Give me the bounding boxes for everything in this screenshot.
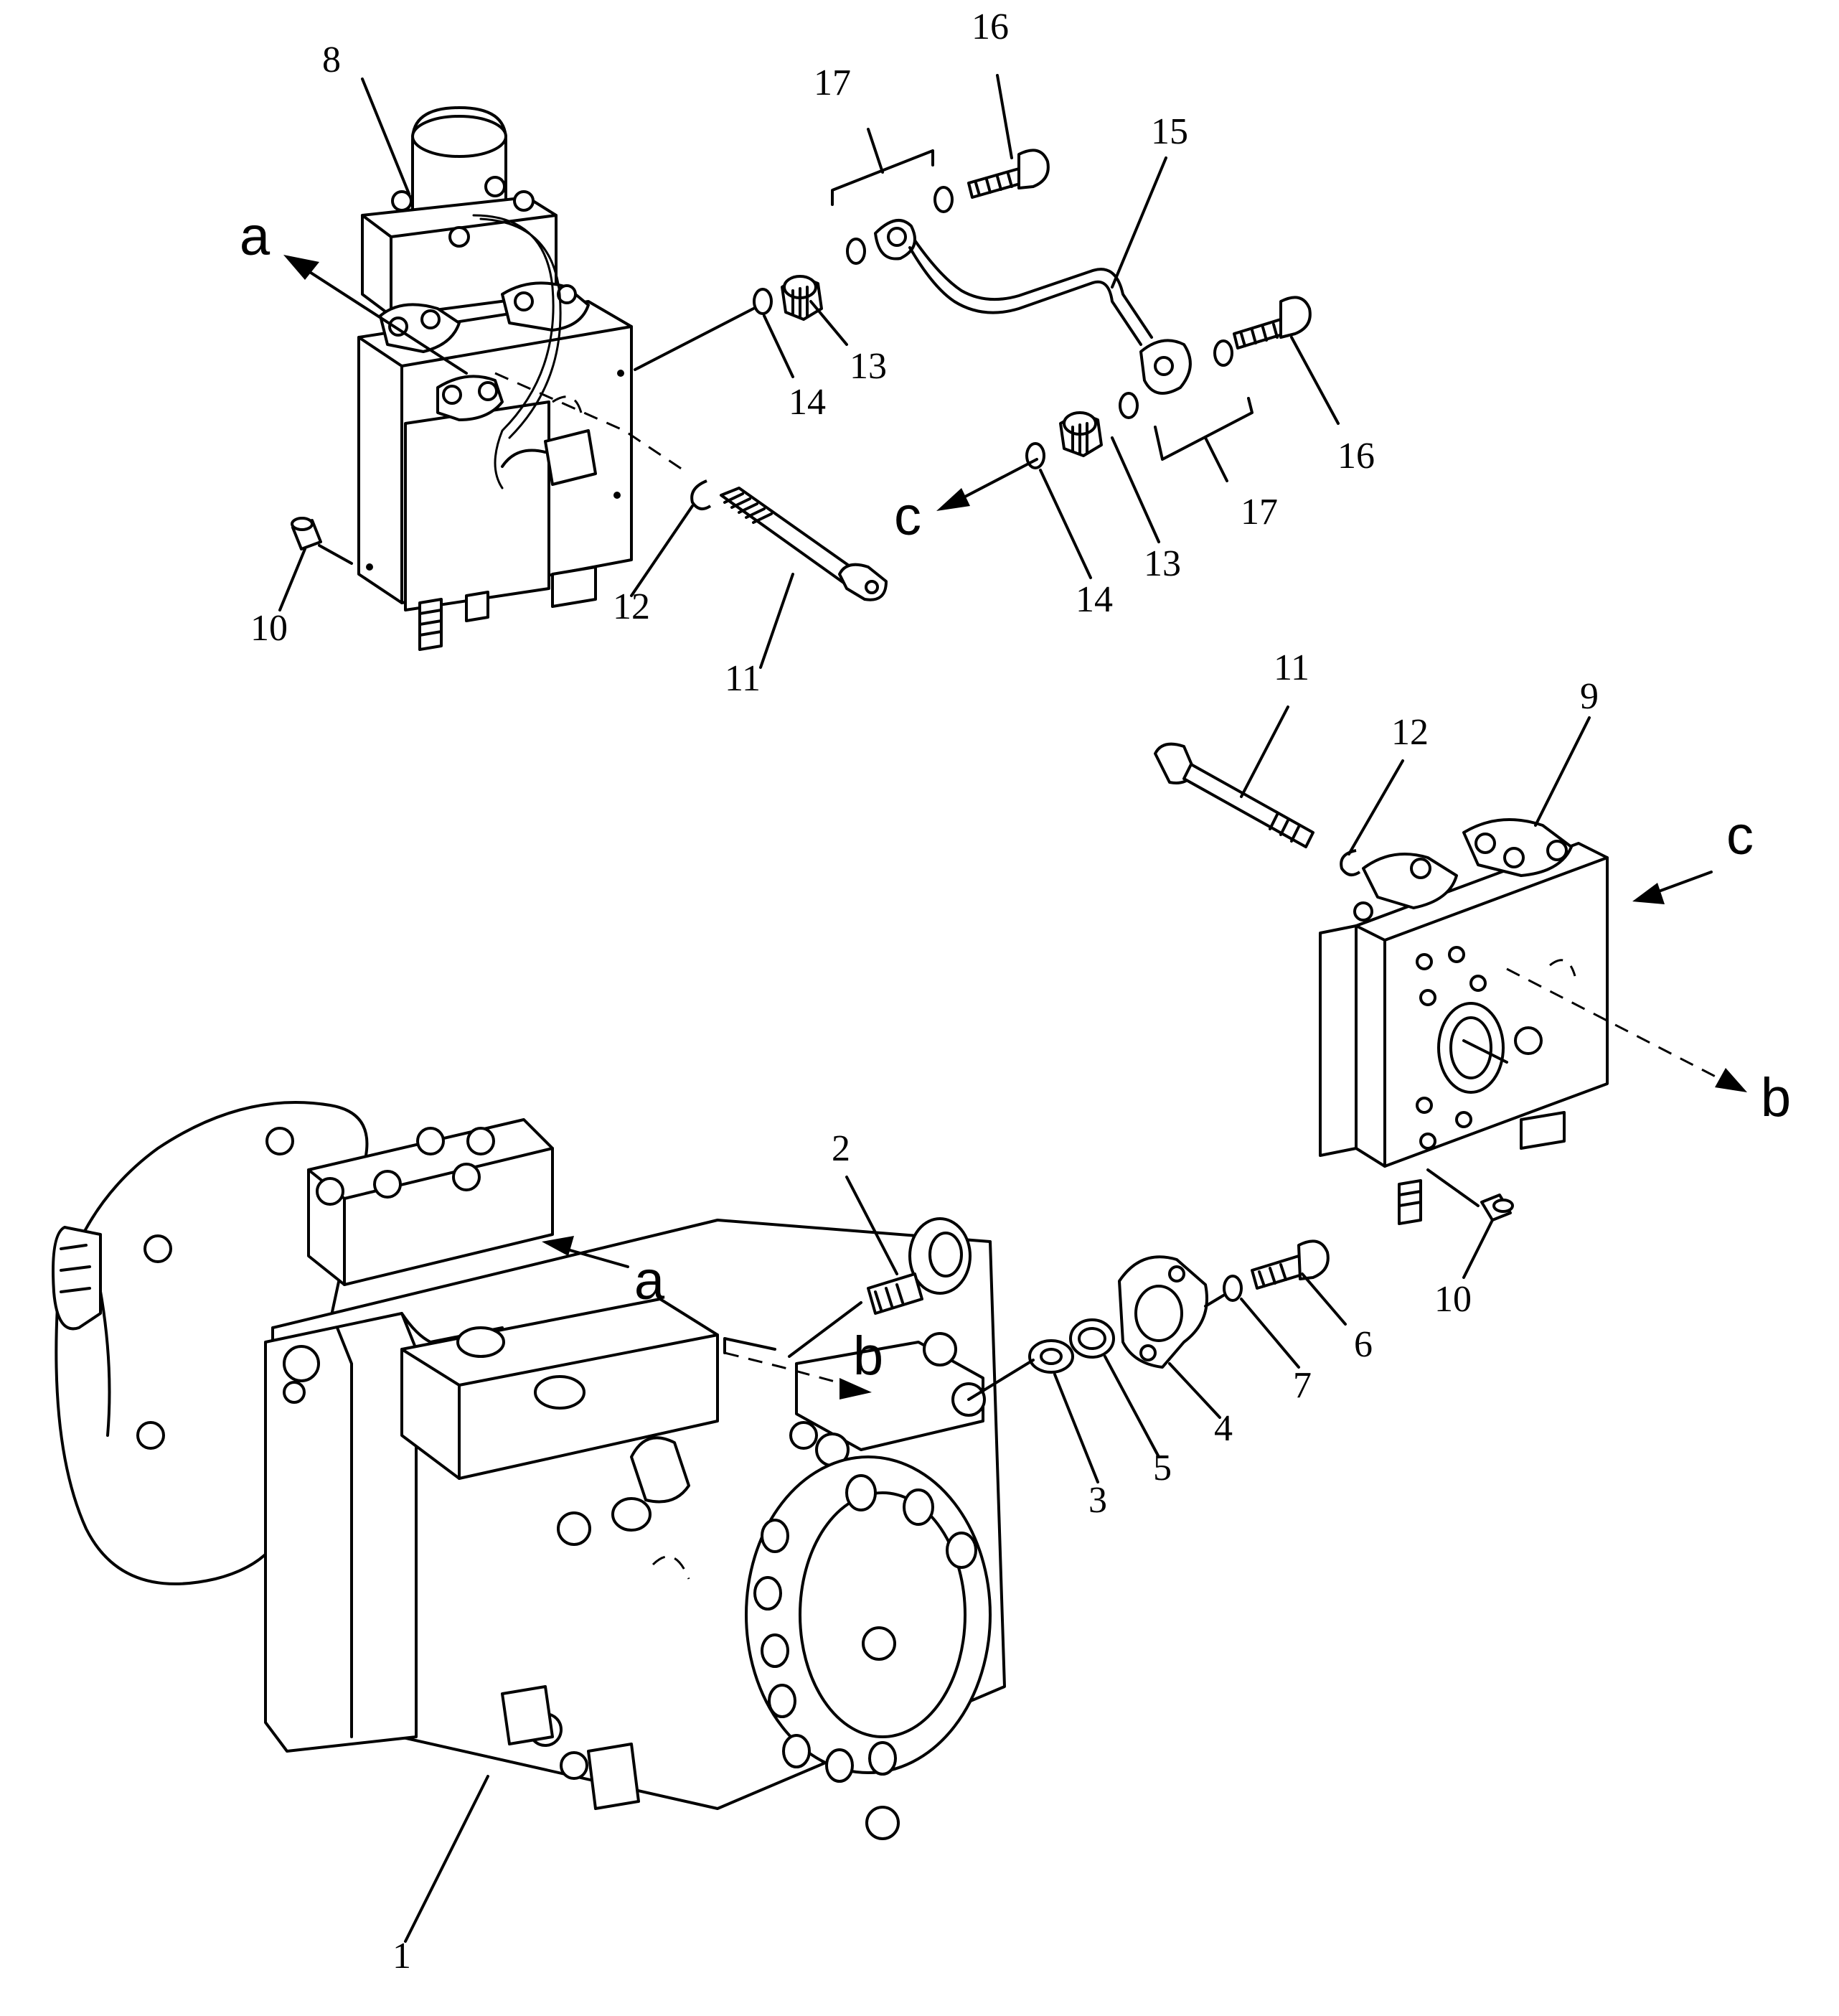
ref-letter-a-top: a <box>240 206 271 267</box>
long-bolt-11-right <box>1154 742 1314 848</box>
control-valve-assembly-8 <box>357 106 633 651</box>
callout-14-lower: 14 <box>1076 579 1113 620</box>
flange-4 <box>1118 1255 1208 1369</box>
main-pump-1 <box>52 1101 1006 1840</box>
dowel-pin-10-left <box>291 517 322 550</box>
callout-17-upper: 17 <box>814 62 851 103</box>
bracket-17-lower <box>1154 397 1254 482</box>
callout-17-lower: 17 <box>1241 492 1278 533</box>
pipe-15 <box>874 219 1192 395</box>
callout-11-left: 11 <box>725 658 761 699</box>
callout-16-lower: 16 <box>1337 436 1375 477</box>
ref-arrow-b-pump <box>723 1337 872 1400</box>
plug-13-lower <box>1059 411 1103 457</box>
guide-line-pump-to-3 <box>967 1359 1035 1401</box>
ref-letter-c-valve: c <box>1726 805 1754 866</box>
callout-5: 5 <box>1153 1448 1172 1488</box>
leader-12-right <box>1347 759 1404 855</box>
bracket-17-upper <box>831 128 934 206</box>
plug-3 <box>1028 1339 1074 1374</box>
o-ring-17-lower-b <box>1213 339 1233 367</box>
leader-13-upper <box>809 300 848 346</box>
banjo-bolt-16-lower <box>1233 296 1312 350</box>
ref-arrow-c-top <box>936 458 1038 511</box>
leader-2 <box>845 1176 898 1275</box>
ref-arrow-a-pump <box>542 1236 629 1268</box>
guide-line-9-to-10 <box>1426 1168 1480 1207</box>
callout-1: 1 <box>392 1936 411 1977</box>
leader-3 <box>1053 1373 1099 1483</box>
leader-10-right <box>1462 1219 1494 1279</box>
leader-11-left <box>759 573 794 669</box>
leader-16-lower <box>1290 336 1340 425</box>
valve-block-9 <box>1319 818 1609 1225</box>
callout-12-right: 12 <box>1391 712 1429 753</box>
dowel-pin-10-right <box>1480 1194 1514 1222</box>
callout-3: 3 <box>1088 1480 1107 1521</box>
o-ring-17-lower-a <box>1119 392 1139 419</box>
snap-ring-12-right <box>1340 849 1361 876</box>
ref-letter-a-pump: a <box>634 1250 665 1311</box>
o-ring-5 <box>1069 1318 1115 1359</box>
o-ring-17-upper-a <box>846 238 866 265</box>
leader-5 <box>1104 1355 1160 1458</box>
callout-11-right: 11 <box>1274 647 1309 688</box>
leader-14-upper <box>763 314 794 378</box>
snap-ring-12-left <box>690 479 712 510</box>
callout-10-right: 10 <box>1434 1279 1472 1320</box>
callout-13-lower: 13 <box>1144 543 1181 584</box>
leader-4 <box>1168 1362 1221 1419</box>
leader-10-left <box>278 548 306 611</box>
banjo-bolt-16-upper <box>967 149 1050 199</box>
leader-12-left <box>630 505 694 597</box>
ref-arrow-a-top <box>283 255 468 375</box>
leader-1 <box>404 1775 489 1943</box>
leader-15 <box>1111 156 1167 289</box>
eye-bolt-2 <box>867 1217 972 1315</box>
leader-16-upper <box>996 74 1013 159</box>
callout-4: 4 <box>1214 1408 1233 1449</box>
long-bolt-11-left <box>720 487 888 601</box>
guide-line-pump-to-2 <box>788 1301 862 1358</box>
callout-16-upper: 16 <box>972 6 1009 47</box>
o-ring-14-upper <box>753 288 773 315</box>
leader-11-right <box>1240 705 1289 798</box>
ref-arrow-b-valve <box>1506 967 1747 1092</box>
callout-15: 15 <box>1151 111 1188 152</box>
o-ring-17-upper-b <box>933 186 954 213</box>
guide-line-4-to-7 <box>1204 1294 1225 1308</box>
callout-12-left: 12 <box>613 586 650 627</box>
ref-arrow-c-valve <box>1632 871 1713 904</box>
ref-letter-c-top: c <box>894 486 921 547</box>
callout-10-left: 10 <box>250 608 288 649</box>
leader-13-lower <box>1111 436 1160 543</box>
leader-14-lower <box>1039 469 1092 579</box>
callout-9: 9 <box>1580 676 1599 717</box>
leader-7 <box>1240 1298 1300 1369</box>
leader-6 <box>1301 1272 1347 1326</box>
callout-2: 2 <box>832 1128 850 1169</box>
washer-7 <box>1223 1275 1243 1302</box>
ref-letter-b-pump: b <box>853 1326 883 1387</box>
guide-line-part8-to-13 <box>634 307 755 371</box>
callout-8: 8 <box>322 39 341 80</box>
leader-9 <box>1534 716 1591 827</box>
callout-13-upper: 13 <box>850 346 887 387</box>
leader-8 <box>361 78 410 195</box>
callout-14-upper: 14 <box>789 382 826 423</box>
callout-7: 7 <box>1293 1365 1312 1406</box>
ref-letter-b-valve: b <box>1761 1067 1791 1128</box>
callout-6: 6 <box>1354 1324 1373 1365</box>
plug-13-upper <box>781 275 823 321</box>
bolt-6 <box>1251 1239 1330 1290</box>
